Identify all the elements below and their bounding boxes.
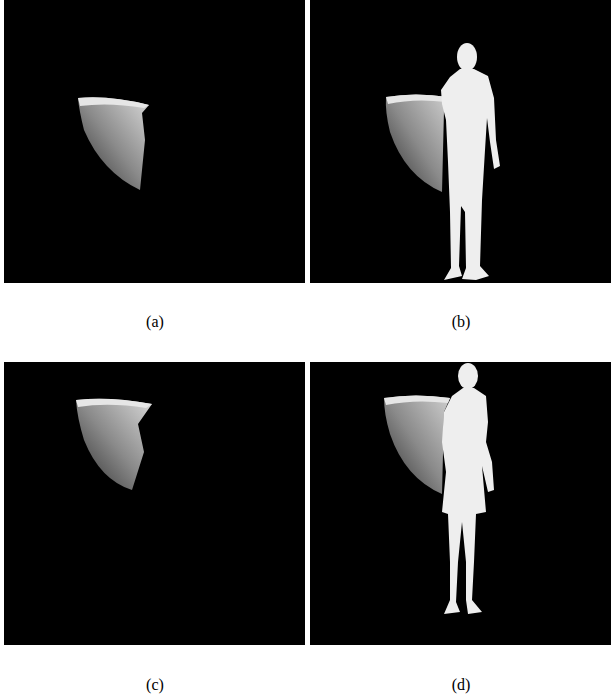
cloth-shape bbox=[386, 95, 448, 193]
cloth-top bbox=[76, 399, 152, 408]
background bbox=[310, 362, 611, 645]
depth-image-panel bbox=[310, 0, 611, 283]
human-silhouette bbox=[442, 363, 494, 614]
panel-label: (b) bbox=[452, 313, 471, 331]
cloth-top bbox=[78, 97, 149, 108]
background bbox=[4, 0, 305, 283]
cloth-top bbox=[386, 95, 448, 105]
background bbox=[310, 0, 611, 283]
panel-label: (a) bbox=[146, 313, 164, 331]
depth-image-panel bbox=[310, 362, 611, 645]
depth-image-panel bbox=[4, 0, 305, 283]
panel-label: (d) bbox=[452, 676, 471, 694]
background bbox=[4, 362, 305, 645]
cloth-shape bbox=[76, 399, 152, 490]
cloth-top bbox=[384, 396, 450, 406]
cloth-shape bbox=[384, 396, 450, 495]
cloth-shape bbox=[78, 97, 149, 190]
depth-image-panel bbox=[4, 362, 305, 645]
panel-label: (c) bbox=[146, 676, 164, 694]
human-silhouette bbox=[441, 43, 500, 280]
